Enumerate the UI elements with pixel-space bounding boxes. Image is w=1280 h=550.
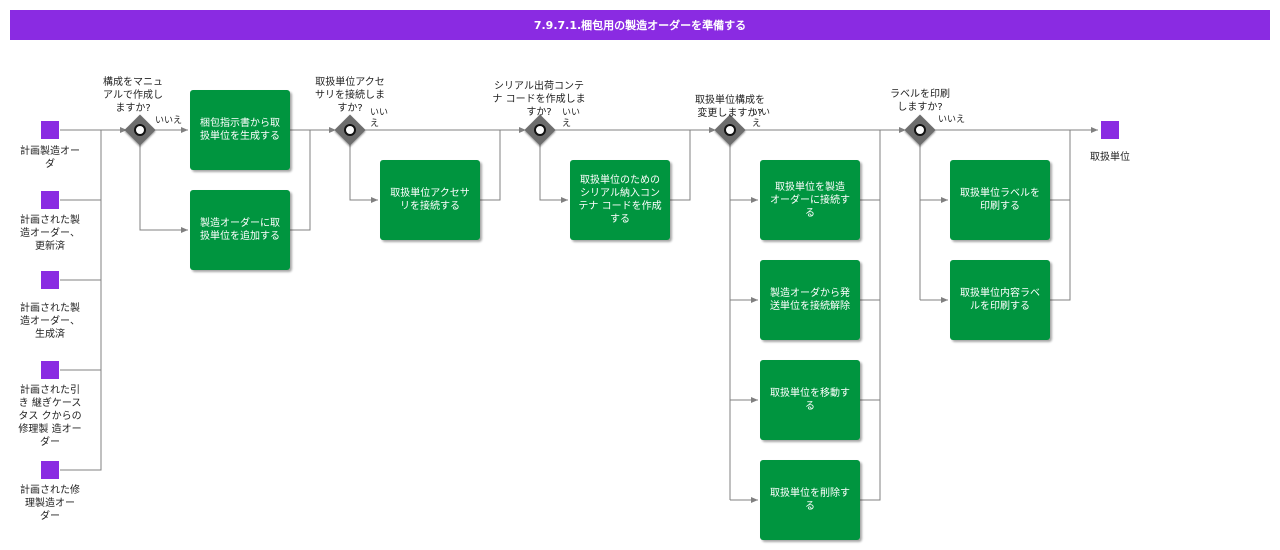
start-event-4-label: 計画された引 き 継ぎケース タス クからの 修理製 造オー ダー xyxy=(18,385,82,448)
start-event-5 xyxy=(40,460,60,480)
task-label: 取扱単位を削除す る xyxy=(770,488,850,512)
task-label: 取扱単位を移動す る xyxy=(770,388,850,412)
gateway-2-question: 取扱単位アクセ サリを接続しま すか? xyxy=(315,77,385,114)
gateway-5-marker-icon xyxy=(911,121,929,139)
gateway-4-marker-icon xyxy=(721,121,739,139)
end-event xyxy=(1100,120,1120,140)
flow-t10-merge xyxy=(1050,130,1071,301)
gateway-3-question: シリアル出荷コンテ ナ コードを作成しま すか? xyxy=(492,81,586,118)
start-event-3-label: 計画された製 造オーダー、 生成済 xyxy=(20,303,80,340)
task-label: 製造オーダーに取 扱単位を追加する xyxy=(200,218,280,242)
gateway-1-no-label: いいえ xyxy=(155,116,183,126)
task-attach-accessories[interactable]: 取扱単位アクセサ リを接続する xyxy=(380,160,480,240)
start-event-2-label: 計画された製 造オーダー、 更新済 xyxy=(20,215,80,252)
flow-t4-merge xyxy=(670,130,691,201)
gateway-4-no-label: いい え xyxy=(752,108,771,129)
gateway-1-question: 構成をマニュ アルで作成し ますか? xyxy=(103,77,163,114)
flow-gw3-yes xyxy=(539,143,568,203)
gateway-3-marker-icon xyxy=(531,121,549,139)
gateway-3-no-label: いい え xyxy=(562,108,581,129)
start-event-1 xyxy=(40,120,60,140)
task-label: 取扱単位アクセサ リを接続する xyxy=(390,188,470,212)
start-event-1-label: 計画製造オー ダ xyxy=(20,146,80,170)
gateway-5-question: ラベルを印刷 しますか? xyxy=(890,89,950,113)
task-disconnect-from-order[interactable]: 製造オーダから発 送単位を接続解除 xyxy=(760,260,860,340)
gateway-1-marker-icon xyxy=(131,121,149,139)
flow-t8-merge xyxy=(860,130,881,501)
task-label: 取扱単位ラベルを 印刷する xyxy=(960,188,1040,212)
gateway-4-question: 取扱単位構成を 変更しますか? xyxy=(695,95,765,119)
start-event-5-label: 計画された修 理製造オー ダー xyxy=(20,485,80,522)
flow-t2-merge xyxy=(290,130,311,231)
task-label: 梱包指示書から取 扱単位を生成する xyxy=(200,118,280,142)
task-label: 取扱単位のための シリアル納入コン テナ コードを作成 する xyxy=(578,175,662,225)
gateway-2-no-label: いい え xyxy=(370,108,389,129)
task-print-label[interactable]: 取扱単位ラベルを 印刷する xyxy=(950,160,1050,240)
flow-gw2-yes xyxy=(349,143,378,203)
task-generate-handling-units[interactable]: 梱包指示書から取 扱単位を生成する xyxy=(190,90,290,170)
task-connect-to-order[interactable]: 取扱単位を製造 オーダーに接続す る xyxy=(760,160,860,240)
task-label: 取扱単位内容ラベ ルを印刷する xyxy=(960,288,1040,312)
gateway-5-no-label: いいえ xyxy=(938,115,966,125)
diagram-title: 7.9.7.1.梱包用の製造オーダーを準備する xyxy=(10,10,1270,40)
start-event-3 xyxy=(40,270,60,290)
task-label: 製造オーダから発 送単位を接続解除 xyxy=(770,288,850,312)
task-label: 取扱単位を製造 オーダーに接続す る xyxy=(770,181,850,219)
flow-start-5 xyxy=(60,370,102,471)
task-create-sscc[interactable]: 取扱単位のための シリアル納入コン テナ コードを作成 する xyxy=(570,160,670,240)
task-add-handling-units[interactable]: 製造オーダーに取 扱単位を追加する xyxy=(190,190,290,270)
flow-t3-merge xyxy=(480,130,501,201)
task-move-handling-unit[interactable]: 取扱単位を移動す る xyxy=(760,360,860,440)
flow-gw1-yes xyxy=(139,143,188,233)
gateway-2-marker-icon xyxy=(341,121,359,139)
task-print-content-label[interactable]: 取扱単位内容ラベ ルを印刷する xyxy=(950,260,1050,340)
start-event-2 xyxy=(40,190,60,210)
start-event-4 xyxy=(40,360,60,380)
task-delete-handling-unit[interactable]: 取扱単位を削除す る xyxy=(760,460,860,540)
end-event-label: 取扱単位 xyxy=(1090,152,1130,163)
